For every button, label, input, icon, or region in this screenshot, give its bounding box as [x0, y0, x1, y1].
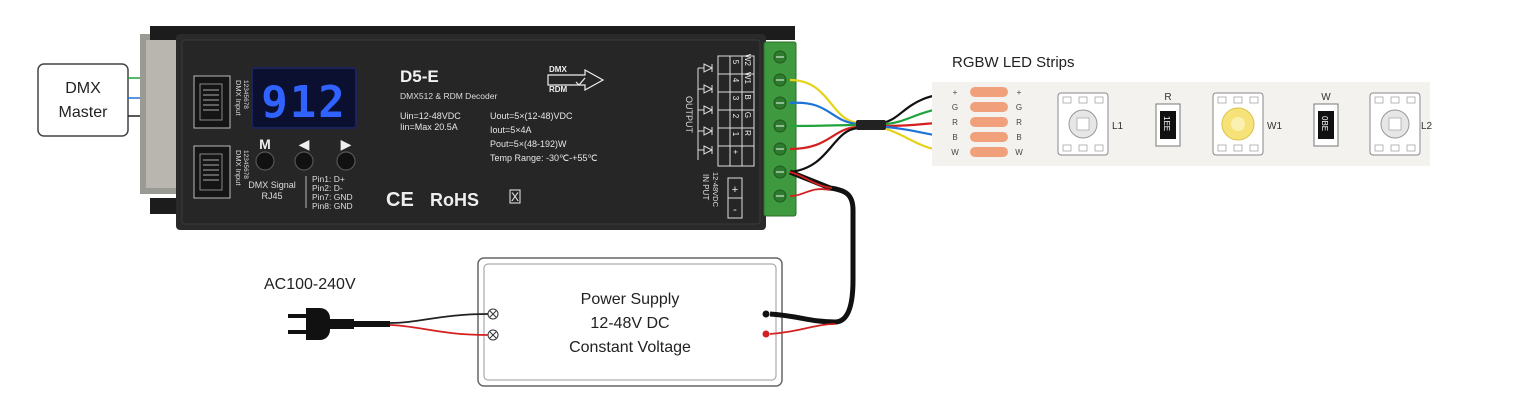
button-m[interactable]	[255, 151, 275, 171]
power-supply-box: Power Supply 12-48V DC Constant Voltage	[477, 257, 783, 387]
resistor-w-code: 0BE	[1320, 116, 1329, 131]
output-channel-grid	[717, 55, 755, 167]
ce-mark: CE	[386, 189, 414, 211]
spec-pout: Pout=5×(48-192)W	[490, 139, 567, 149]
spec-temp: Temp Range: -30℃-+55℃	[490, 153, 598, 163]
spec-uout: Uout=5×(12-48)VDC	[490, 111, 573, 121]
decoder-unit: DMX Input 12345678 DMX Input 12345678 91…	[140, 26, 797, 230]
out-ch-5: 5	[731, 60, 740, 65]
output-label: OUTPUT	[684, 96, 694, 134]
resistor-r: R 1EE	[1155, 92, 1181, 147]
resistor-r-code: 1EE	[1162, 116, 1171, 131]
pad-right-b: B	[1016, 133, 1021, 142]
button-right[interactable]	[336, 151, 356, 171]
rj45-port-1	[193, 75, 231, 129]
input-plus: +	[732, 184, 738, 196]
pad-left-plus: +	[953, 88, 958, 97]
button-left-label: ◀	[299, 136, 310, 152]
out-ch-4: 4	[731, 78, 740, 83]
rj45-label-1: DMX Signal	[248, 180, 296, 190]
ac-input-label: AC100-240V	[264, 276, 356, 293]
pin-label-3: Pin7: GND	[312, 192, 353, 202]
out-ch-1: 1	[731, 132, 740, 137]
dmx-rdm-logo: DMX RDM	[547, 65, 605, 94]
led-strip-title: RGBW LED Strips	[952, 54, 1075, 71]
pad-left-g: G	[952, 103, 958, 112]
button-m-label: M	[259, 136, 271, 152]
out-extra-g: G	[743, 112, 752, 118]
dmx-input-pins-1: 12345678	[242, 80, 249, 109]
ac-wires	[389, 313, 489, 336]
out-extra-r: R	[743, 130, 752, 136]
pad-left-r: R	[952, 118, 958, 127]
pin-label-1: Pin1: D+	[312, 174, 345, 184]
led-display: 912	[251, 67, 357, 129]
dmx-master-box: DMX Master	[37, 63, 129, 137]
pin-label-2: Pin2: D-	[312, 183, 343, 193]
input-label-2: 12-48VDC	[711, 172, 720, 208]
chip-label-l2: L2	[1421, 121, 1433, 132]
led-chip-l2: L2	[1369, 92, 1433, 156]
input-label-1: IN PUT	[701, 174, 710, 200]
button-left[interactable]	[294, 151, 314, 171]
chip-label-l1: L1	[1112, 121, 1124, 132]
led-strip: + G R B W + G R B W L1 R 1EE	[932, 82, 1433, 166]
output-led-icons	[697, 63, 714, 160]
out-ch-3: 3	[731, 96, 740, 101]
pad-left-w: W	[951, 148, 959, 157]
input-minus: -	[733, 204, 737, 216]
ac-plug-icon	[288, 308, 390, 340]
power-supply-line1: Power Supply	[581, 291, 680, 308]
out-ch-plus: +	[731, 150, 740, 155]
out-ch-2: 2	[731, 114, 740, 119]
power-supply-line2: 12-48V DC	[590, 315, 669, 332]
cable-sleeve	[856, 120, 886, 130]
resistor-w-label: W	[1321, 92, 1331, 103]
dmx-input-label-2: DMX Input	[234, 150, 243, 186]
spec-iin: Iin=Max 20.5A	[400, 122, 458, 132]
spec-uin: Uin=12-48VDC	[400, 111, 461, 121]
out-extra-w2: W2	[743, 54, 752, 67]
dmx-master-line1: DMX	[65, 80, 101, 97]
dc-wires	[769, 169, 856, 335]
dmx-input-label-1: DMX Input	[234, 80, 243, 116]
chip-label-w1: W1	[1267, 121, 1282, 132]
resistor-w: W 0BE	[1313, 92, 1339, 147]
resistor-r-label: R	[1164, 92, 1171, 103]
dmx-master-line2: Master	[59, 104, 109, 121]
dmx-logo-top: DMX	[549, 65, 567, 74]
pad-left-b: B	[952, 133, 957, 142]
control-buttons: M ◀ ▶	[255, 136, 356, 171]
pin-label-4: Pin8: GND	[312, 201, 353, 211]
terminal-block	[763, 41, 797, 217]
pad-right-w: W	[1015, 148, 1023, 157]
out-extra-w1: W1	[743, 72, 752, 85]
rj45-port-2	[193, 145, 231, 199]
decoder-subtitle: DMX512 & RDM Decoder	[400, 91, 497, 101]
pad-right-r: R	[1016, 118, 1022, 127]
button-right-label: ▶	[341, 136, 352, 152]
decoder-model: D5-E	[400, 67, 439, 86]
power-supply-line3: Constant Voltage	[569, 339, 691, 356]
out-extra-b: B	[743, 94, 752, 99]
display-digits: 912	[261, 77, 346, 128]
weee-bin-icon: X	[509, 189, 521, 204]
pad-right-g: G	[1016, 103, 1022, 112]
led-chip-l1: L1	[1057, 92, 1124, 156]
strip-body	[932, 82, 1430, 166]
spec-iout: Iout=5×4A	[490, 125, 532, 135]
weee-bin-mark: X	[511, 190, 519, 204]
dmx-logo-bottom: RDM	[549, 85, 568, 94]
rj45-label-2: RJ45	[261, 191, 282, 201]
dmx-input-pins-2: 12345678	[242, 150, 249, 179]
pad-right-plus: +	[1017, 88, 1022, 97]
rohs-mark: RoHS	[430, 190, 479, 210]
led-chip-w1: W1	[1212, 92, 1282, 156]
